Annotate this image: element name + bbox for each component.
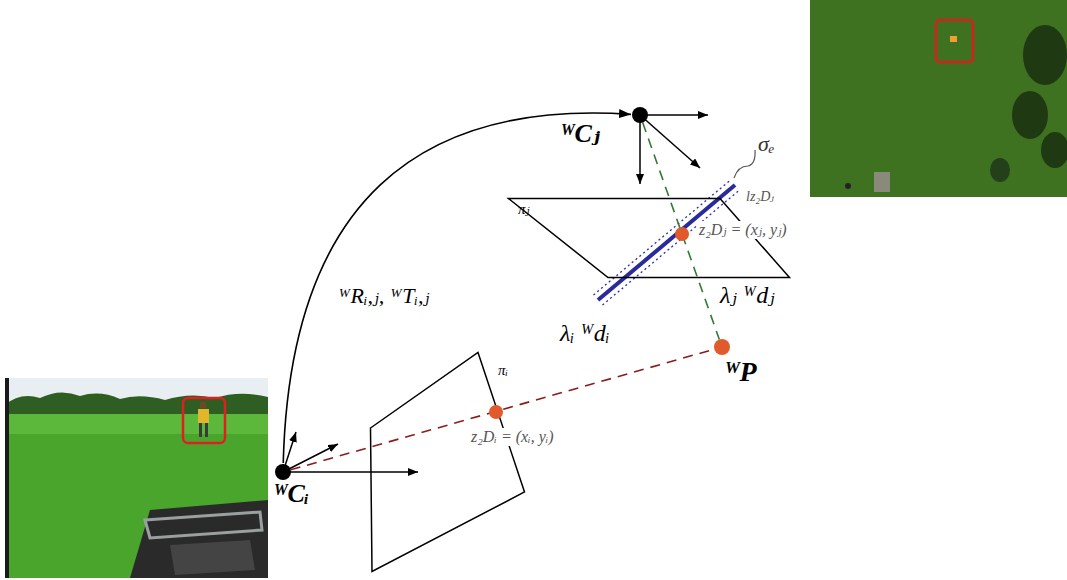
image-point: z₂Dᵢ = (xᵢ, yᵢ) — [489, 405, 503, 419]
node-label: πᵢ — [498, 362, 508, 379]
plane-outline-shape — [509, 199, 790, 278]
ground-camera-photo — [5, 378, 268, 578]
camera-center: ᵂCⱼ — [632, 107, 648, 123]
edge-label: λᵢ ᵂdᵢ — [560, 320, 610, 346]
aerial-camera-photo — [810, 0, 1067, 197]
node-label: z₂Dⱼ = (xⱼ, yⱼ) — [697, 221, 789, 239]
node-label: πⱼ — [518, 201, 529, 218]
noise-sigma: σₑ — [758, 132, 775, 156]
node-label: ᵂCᵢ — [273, 480, 309, 509]
camera-axes — [283, 115, 708, 472]
plane-outline — [370, 352, 525, 572]
node-label: ᵂP — [724, 357, 757, 388]
node-label: z₂Dᵢ = (xᵢ, yᵢ) — [469, 428, 556, 446]
relative-pose-arc — [283, 113, 631, 463]
node-label: ᵂCⱼ — [560, 120, 600, 149]
edge-label: ᵂRᵢ,ⱼ, ᵂTᵢ,ⱼ — [338, 284, 429, 308]
image-plane: πᵢ z₂Dᵢ = (xᵢ, yᵢ) — [370, 352, 525, 572]
edge-label: λⱼ ᵂdⱼ — [720, 282, 775, 308]
camera-center: ᵂCᵢ — [275, 464, 291, 480]
plane-outline-shape — [371, 353, 525, 572]
image-point: z₂Dⱼ = (xⱼ, yⱼ) — [675, 227, 689, 241]
world-point: ᵂP — [714, 339, 730, 355]
projection-ray — [291, 349, 715, 470]
epipolar-line-label: lz₂Dⱼ — [746, 189, 774, 204]
image-plane: πⱼ z₂Dⱼ = (xⱼ, yⱼ) — [508, 198, 790, 278]
